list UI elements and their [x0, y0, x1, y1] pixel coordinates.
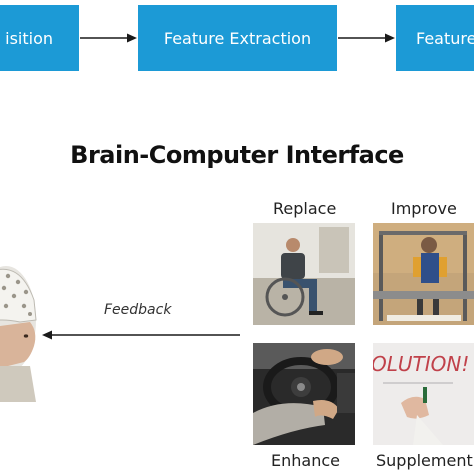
wheelchair-photo	[253, 223, 355, 325]
arrow-right-icon	[79, 30, 139, 46]
pipeline-box-acquisition: isition	[0, 5, 79, 71]
whiteboard-text: OLUTION!	[373, 352, 469, 376]
pipeline-box-feature-extraction: Feature Extraction	[138, 5, 337, 71]
arrow-left-icon	[40, 327, 242, 343]
pipeline-box-label: Feature	[416, 29, 474, 48]
pipeline-box-label: isition	[5, 29, 53, 48]
whiteboard-photo: OLUTION!	[373, 343, 474, 445]
feedback-label: Feedback	[104, 302, 171, 318]
pipeline-box-label: Feature Extraction	[164, 29, 311, 48]
application-label-enhance: Enhance	[271, 451, 340, 470]
diagram-title: Brain-Computer Interface	[0, 141, 474, 169]
application-label-supplement: Supplement	[376, 451, 473, 470]
application-label-replace: Replace	[273, 199, 336, 218]
pipeline-box-feature: Feature	[396, 5, 474, 71]
steering-wheel-photo	[253, 343, 355, 445]
arrow-right-icon	[337, 30, 397, 46]
application-label-improve: Improve	[391, 199, 457, 218]
rehabilitation-photo	[373, 223, 474, 325]
eeg-cap-head-icon	[0, 262, 40, 402]
